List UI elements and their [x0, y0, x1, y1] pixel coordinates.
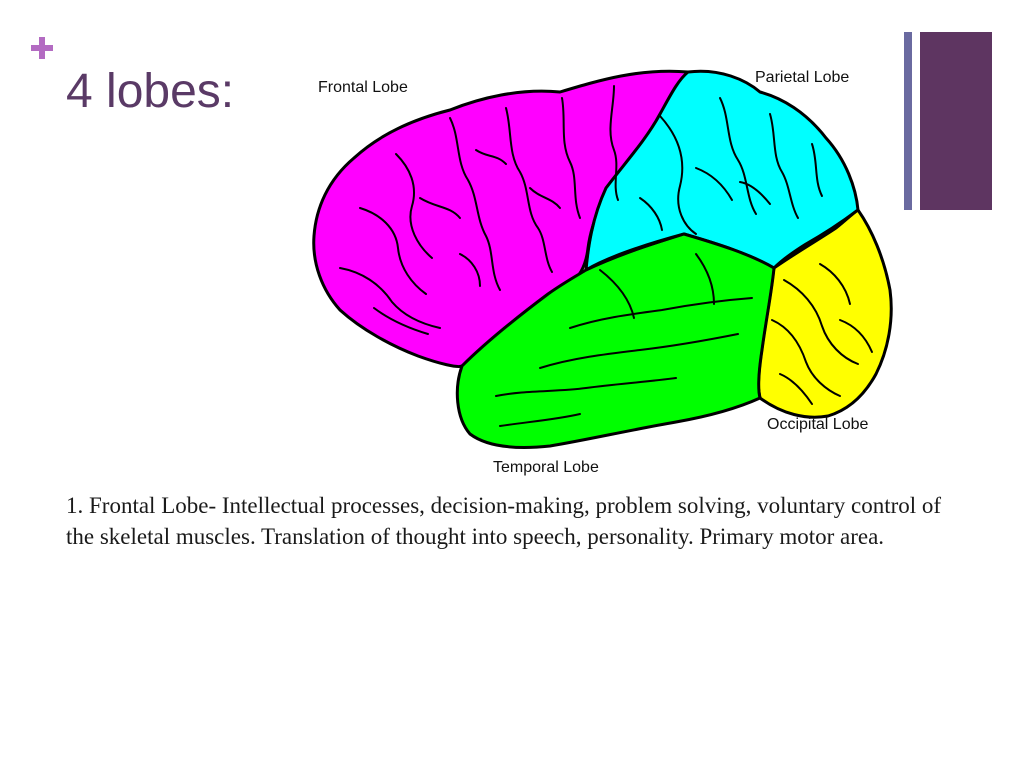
slide-title: 4 lobes:: [66, 65, 235, 118]
brain-diagram: Frontal Lobe Parietal Lobe Occipital Lob…: [300, 58, 900, 482]
plus-icon: [28, 34, 56, 62]
lobe-boundaries: [584, 70, 860, 400]
brain-folds: [339, 85, 873, 427]
accent-thin-bar: [904, 32, 912, 210]
body-text: 1. Frontal Lobe- Intellectual processes,…: [66, 493, 942, 549]
label-occipital-lobe: Occipital Lobe: [767, 416, 869, 433]
label-frontal-lobe: Frontal Lobe: [318, 79, 408, 96]
label-temporal-lobe: Temporal Lobe: [493, 459, 599, 476]
accent-bar: [920, 32, 992, 210]
brain-svg: [312, 69, 893, 449]
label-parietal-lobe: Parietal Lobe: [755, 69, 850, 86]
